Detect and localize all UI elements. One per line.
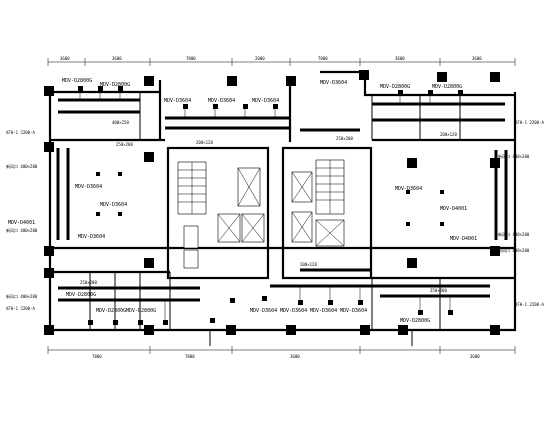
duct-size-label: 400×250	[112, 120, 129, 125]
duct-size-label: 250×200	[80, 280, 97, 285]
dimension-label: 7800	[92, 354, 102, 359]
duct-size-label: 200×120	[196, 140, 213, 145]
branch-ducts	[78, 86, 463, 325]
dimension-label: 7800	[185, 354, 195, 359]
unit-label: MDV-D3604	[164, 98, 191, 104]
fresh-air-label: 新风口 400×200	[6, 163, 38, 169]
unit-label: MDV-D2800G	[100, 82, 130, 88]
duct-size-label: 200×120	[300, 262, 317, 267]
fresh-air-label: 新风口 400×200	[498, 247, 530, 253]
section-marks: XFH-1 2200-A XFH-1 2200-A XFH-1 2200-A X…	[6, 120, 544, 311]
unit-label: MDV-D4001	[450, 236, 477, 242]
unit-label: MDV-D3604	[78, 234, 105, 240]
bottom-dimensions: 7800 7800 3600 3600	[47, 346, 516, 359]
unit-label: MDV-D3604	[280, 308, 307, 314]
unit-label: MDV-D3604	[320, 80, 347, 86]
duct-size-label: 250×200	[336, 136, 353, 141]
fresh-air-label: 新风口 400×200	[498, 231, 530, 237]
unit-label: MDV-D2800G	[96, 308, 126, 314]
fresh-air-label: 新风口 400×200	[498, 153, 530, 159]
section-mark: XFH-1 2200-A	[515, 302, 544, 307]
section-mark: XFH-1 2200-A	[6, 306, 35, 311]
interior-partitions	[89, 92, 461, 346]
fresh-air-labels: 新风口 400×200 新风口 400×200 新风口 400×200 新风口 …	[6, 153, 530, 299]
section-mark: XFH-1 2200-A	[6, 130, 35, 135]
duct-size-label: 200×120	[440, 132, 457, 137]
unit-label: MDV-D3604	[100, 202, 127, 208]
unit-label: MDV-D3604	[250, 308, 277, 314]
diffusers	[78, 86, 463, 325]
dimension-label: 3600	[472, 56, 482, 61]
unit-label: MDV-D2800G	[66, 292, 96, 298]
unit-label: MDV-D2800G	[126, 308, 156, 314]
dimension-label: 3600	[470, 354, 480, 359]
fresh-air-label: 新风口 400×200	[6, 293, 38, 299]
section-mark: XFH-1 2200-A	[515, 120, 544, 125]
central-core	[166, 146, 373, 280]
unit-label: MDV-D3604	[340, 308, 367, 314]
dimension-label: 3600	[60, 56, 70, 61]
top-dimensions: 3600 3600 7800 2000 7800 3600 3600	[47, 56, 516, 66]
dimension-label: 3600	[112, 56, 122, 61]
dimension-label: 2000	[255, 56, 265, 61]
dimension-label: 3600	[290, 354, 300, 359]
unit-label: MDV-D4001	[8, 220, 35, 226]
unit-label: MDV-D3604	[208, 98, 235, 104]
duct-size-labels: 400×250 250×200 200×120 250×200 200×120 …	[80, 120, 457, 293]
duct-size-label: 250×200	[430, 288, 447, 293]
unit-label: MDV-D2800G	[380, 84, 410, 90]
dimension-label: 3600	[395, 56, 405, 61]
main-ducts	[56, 98, 508, 302]
unit-label: MDV-D4001	[440, 206, 467, 212]
unit-label: MDV-D2800G	[62, 78, 92, 84]
unit-label: MDV-D3604	[75, 184, 102, 190]
dimension-label: 7800	[186, 56, 196, 61]
duct-size-label: 250×200	[116, 142, 133, 147]
unit-label: MDV-D3604	[395, 186, 422, 192]
unit-label: MDV-D3604	[252, 98, 279, 104]
unit-label: MDV-D2800G	[400, 318, 430, 324]
unit-label: MDV-D2800G	[432, 84, 462, 90]
equipment-labels: MDV-D2800G MDV-D2800G MDV-D3604 MDV-D360…	[8, 78, 477, 324]
dimension-label: 7800	[318, 56, 328, 61]
unit-label: MDV-D3604	[310, 308, 337, 314]
fresh-air-label: 新风口 400×200	[6, 227, 38, 233]
